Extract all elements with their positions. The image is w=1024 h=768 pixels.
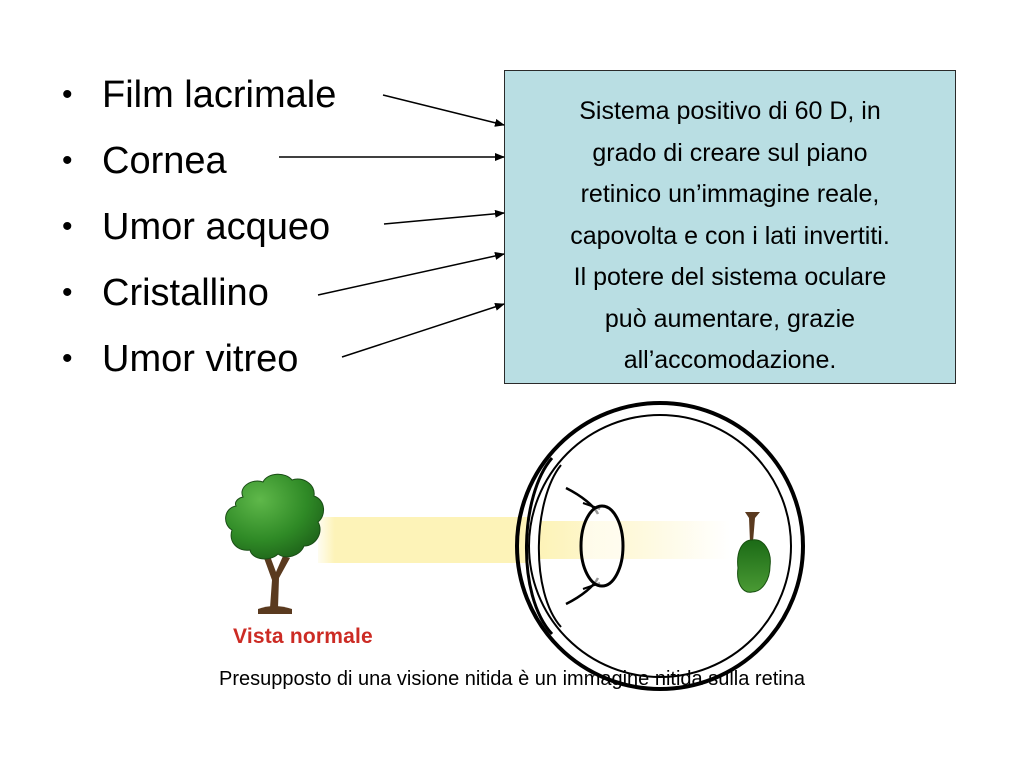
connector-arrows [279, 95, 504, 357]
light-beam [318, 517, 528, 563]
caption: Presupposto di una visione nitida è un i… [0, 668, 1024, 691]
arrow-cristallino [318, 254, 504, 295]
arrow-umor-acqueo [384, 213, 504, 224]
arrow-film-lacrimale [383, 95, 504, 125]
light-beam-inner [540, 521, 730, 559]
tree-icon [226, 474, 324, 614]
figure-label: Vista normale [233, 625, 373, 649]
retinal-image-icon [738, 512, 771, 592]
arrow-umor-vitreo [342, 304, 504, 357]
